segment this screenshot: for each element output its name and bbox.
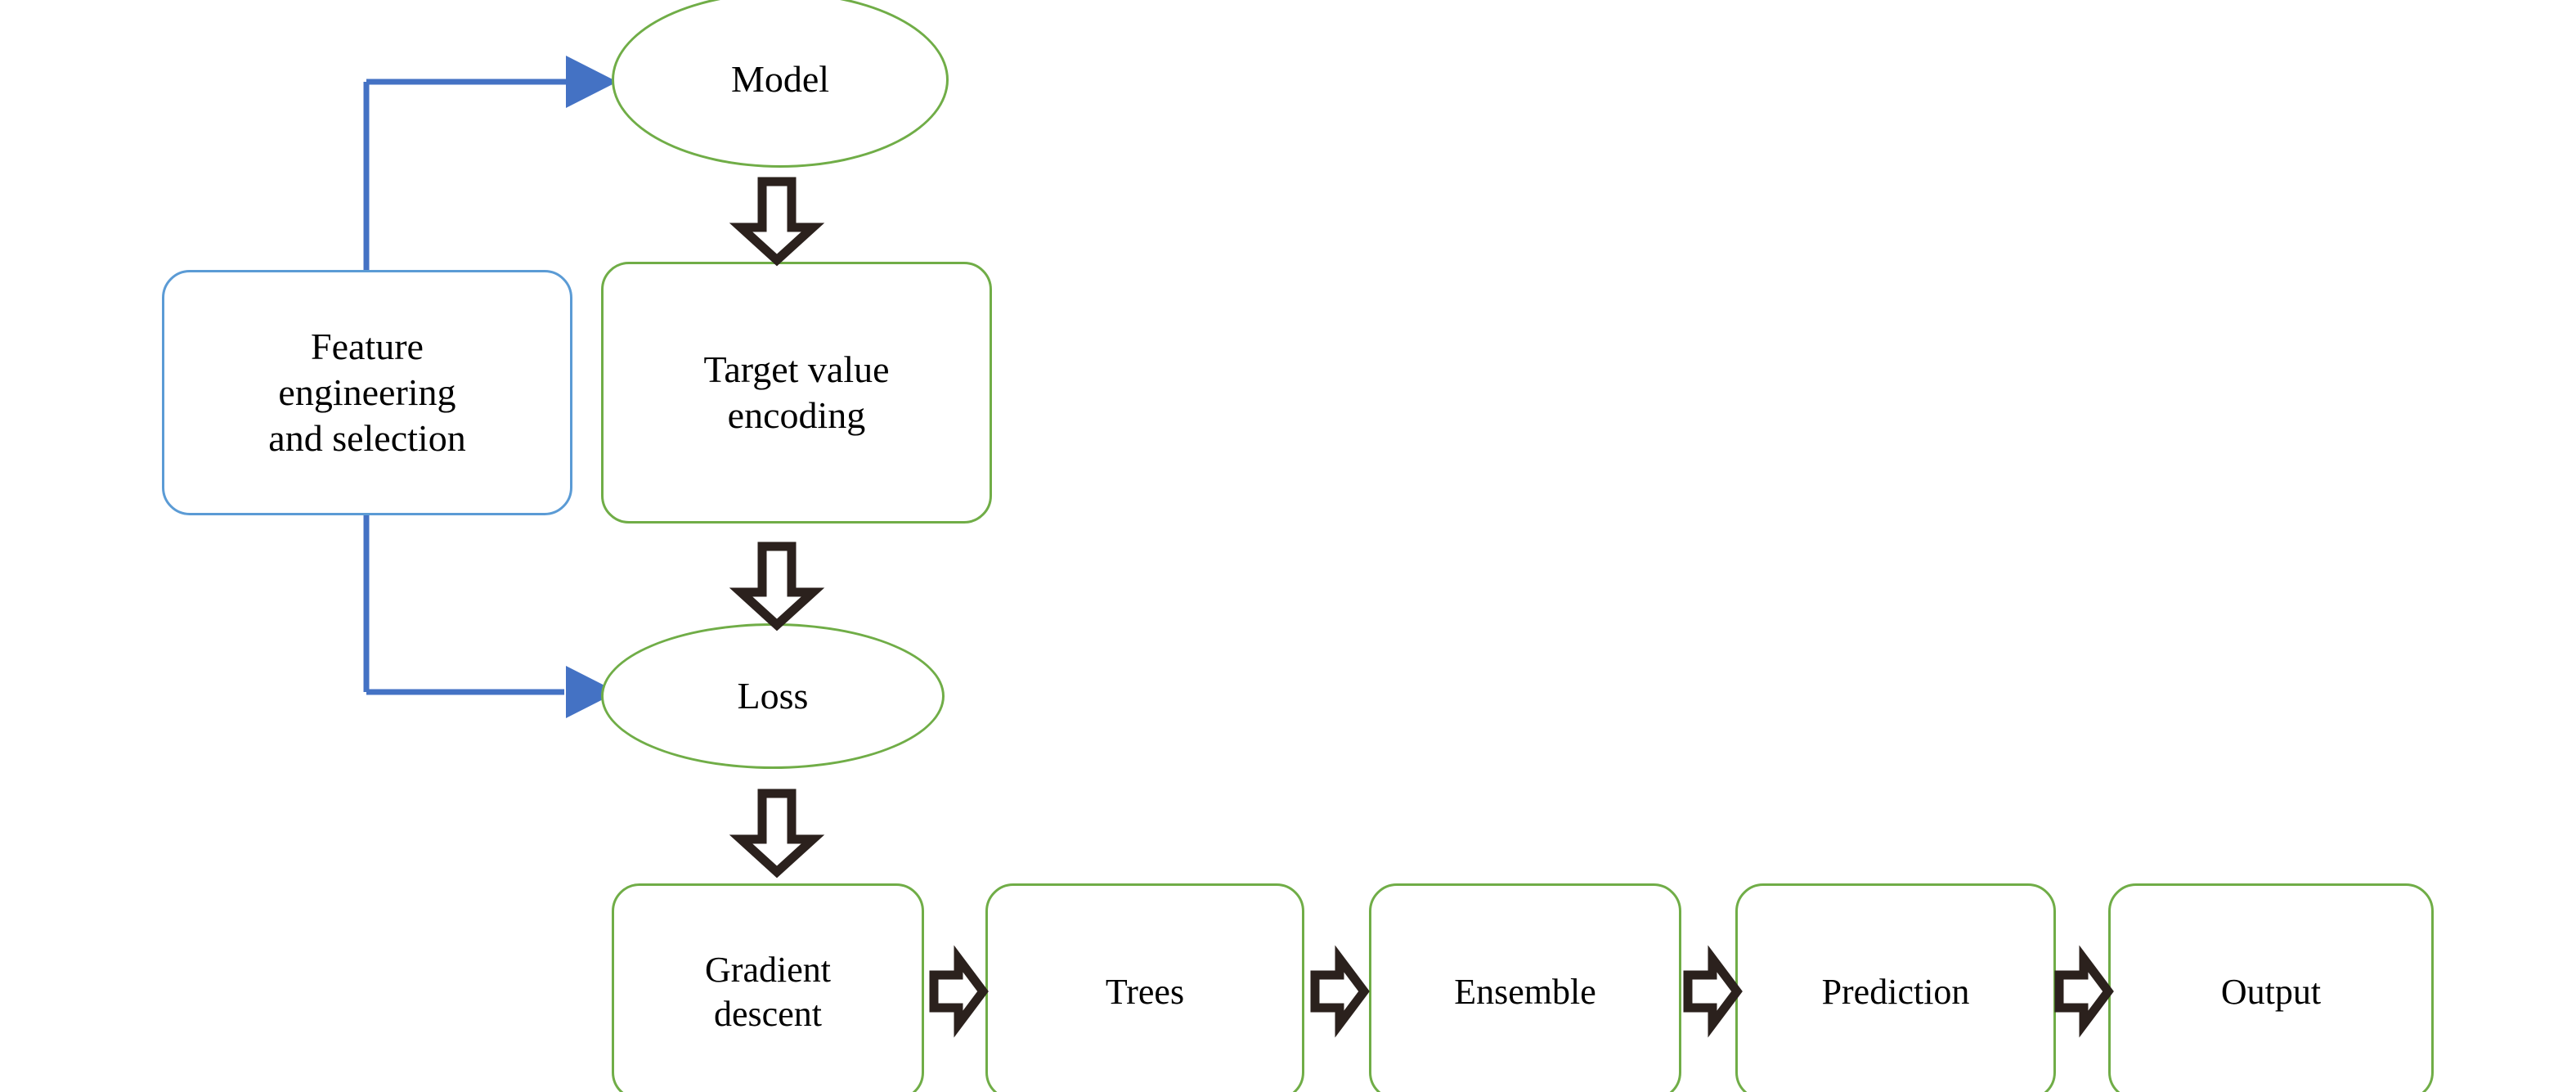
block-arrow-encoding-to-loss (729, 542, 825, 631)
node-label-feature-engineering: Feature engineering and selection (268, 325, 466, 460)
node-feature-engineering[interactable]: Feature engineering and selection (162, 270, 572, 515)
block-arrow-loss-to-gradient-descent (729, 789, 825, 879)
node-gradient-descent[interactable]: Gradient descent (612, 883, 924, 1092)
block-arrow-prediction-to-output (2054, 945, 2114, 1038)
node-label-model: Model (730, 58, 830, 101)
block-arrow-model-to-encoding (729, 177, 825, 267)
block-arrow-gradient-descent-to-trees (929, 945, 989, 1038)
node-label-loss: Loss (737, 674, 809, 717)
node-prediction[interactable]: Prediction (1735, 883, 2056, 1092)
node-output[interactable]: Output (2108, 883, 2434, 1092)
node-label-prediction: Prediction (1821, 971, 1970, 1012)
node-label-gradient-descent: Gradient descent (705, 949, 831, 1034)
node-ensemble[interactable]: Ensemble (1369, 883, 1681, 1092)
node-label-ensemble: Ensemble (1454, 971, 1596, 1012)
node-target-value-encoding[interactable]: Target value encoding (601, 262, 992, 524)
node-model[interactable]: Model (612, 0, 949, 168)
node-loss[interactable]: Loss (601, 623, 945, 769)
connector-feature-to-loss (366, 666, 617, 718)
node-label-target-value-encoding: Target value encoding (703, 348, 890, 436)
node-label-output: Output (2220, 971, 2322, 1012)
node-label-trees: Trees (1105, 971, 1185, 1012)
block-arrow-trees-to-ensemble (1310, 945, 1370, 1038)
block-arrow-ensemble-to-prediction (1683, 945, 1743, 1038)
node-trees[interactable]: Trees (985, 883, 1304, 1092)
